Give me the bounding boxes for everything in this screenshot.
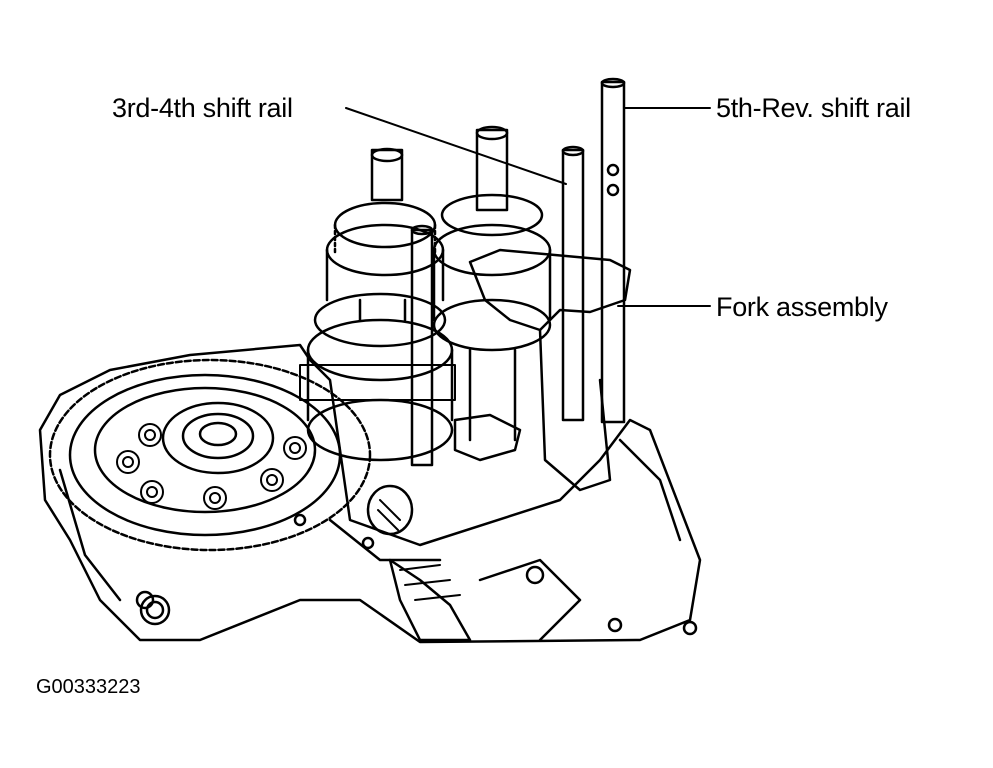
input-shaft-gears <box>306 147 454 462</box>
label-3rd-4th-shift-rail: 3rd-4th shift rail <box>112 93 293 123</box>
leader-3rd4th <box>345 107 567 185</box>
leader-lines <box>345 107 711 307</box>
fork-assembly <box>299 248 632 492</box>
shift-rails <box>410 77 626 467</box>
output-shaft-gears <box>432 125 552 442</box>
label-5th-rev-shift-rail: 5th-Rev. shift rail <box>716 93 911 123</box>
figure-id: G00333223 <box>36 676 141 698</box>
shift-linkage <box>366 484 472 642</box>
transmission-case <box>38 343 702 644</box>
bolt-heads <box>116 423 307 510</box>
differential-ring-gear <box>48 358 372 552</box>
label-fork-assembly: Fork assembly <box>716 292 888 322</box>
